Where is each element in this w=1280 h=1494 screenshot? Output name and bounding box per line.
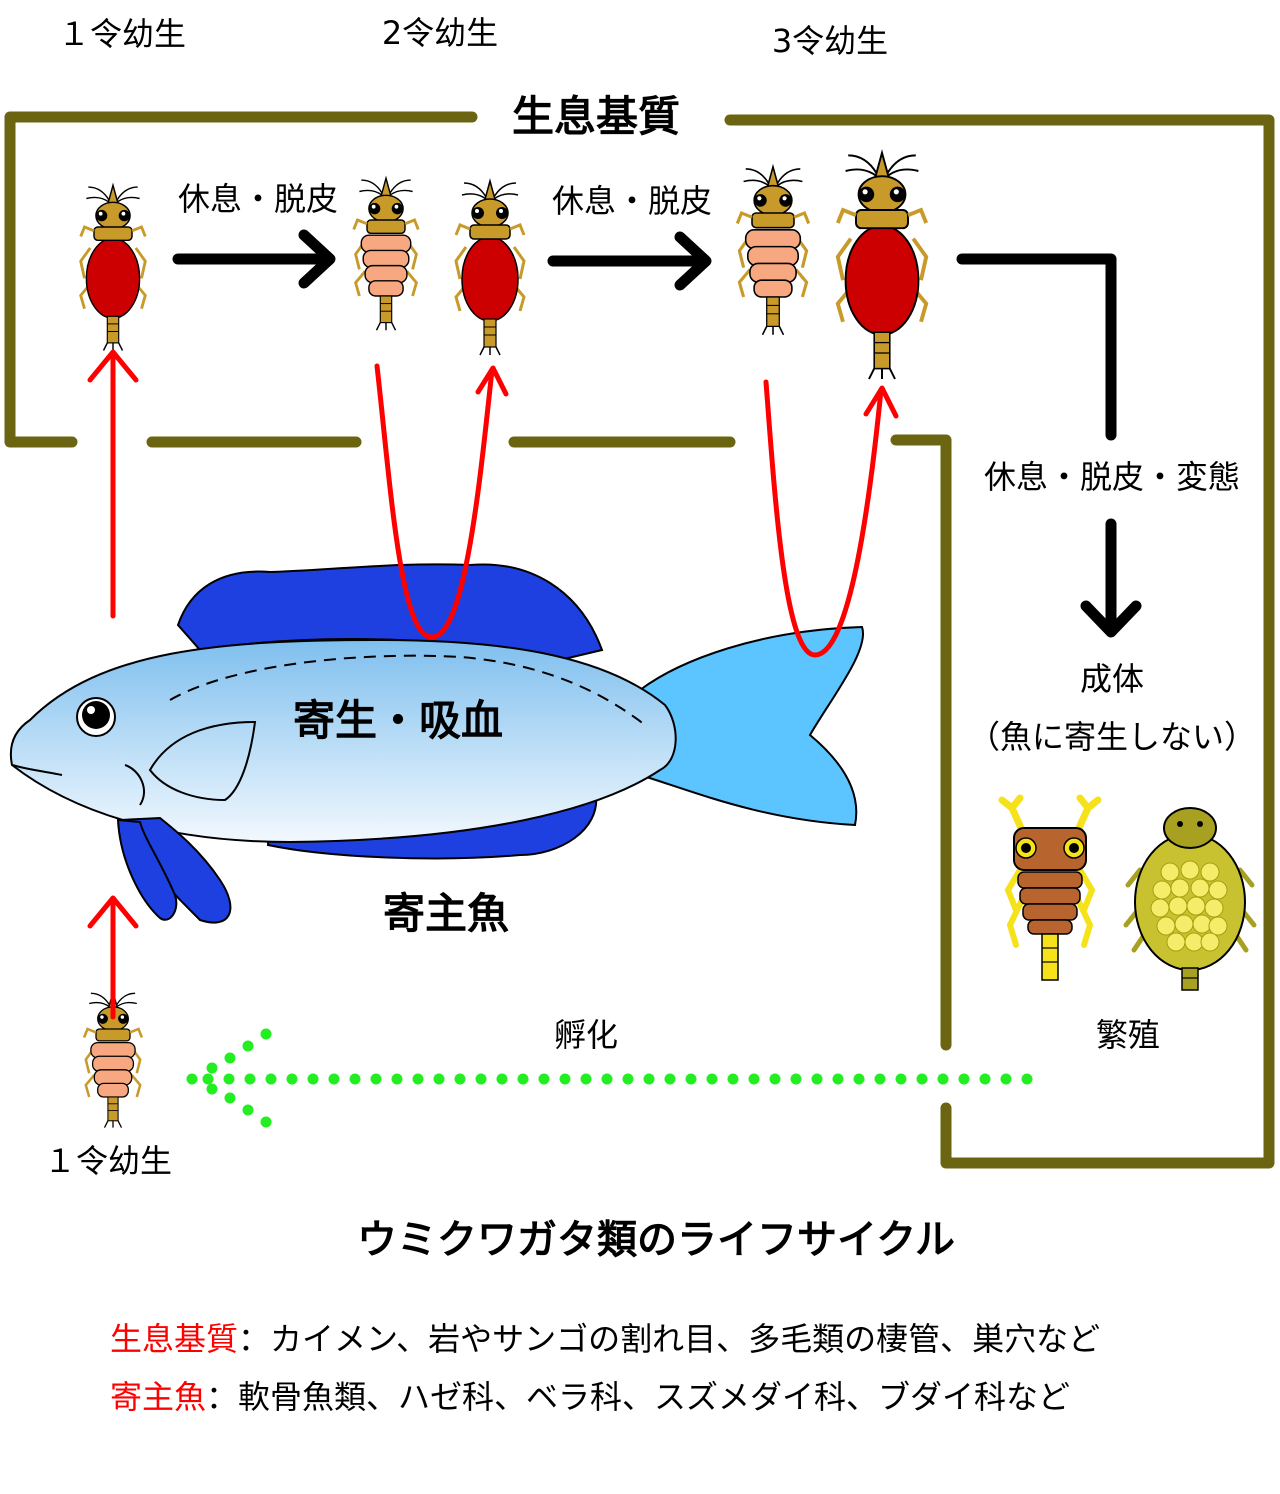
metamorphosis-arrow	[956, 253, 1117, 441]
breeding-label: 繁殖	[1096, 1016, 1160, 1054]
adult-label: 成体	[1080, 660, 1144, 698]
larva-stage2-engorged	[456, 181, 524, 355]
host-fish	[10, 563, 865, 924]
legend-host-desc: ：軟骨魚類、ハゼ科、ベラ科、スズメダイ科、ブダイ科など	[206, 1378, 1070, 1416]
adult-female-icon	[1123, 807, 1257, 991]
red-loop-stage2	[374, 363, 509, 640]
legend-substrate-term: 生息基質	[110, 1320, 238, 1358]
stage3-top-label: 3令幼生	[772, 22, 888, 60]
larva-stage3-engorged	[838, 153, 926, 379]
parasitism-label: 寄生・吸血	[293, 696, 503, 745]
larva-stage2-unfed	[354, 178, 419, 330]
adult-note-label: （魚に寄生しない）	[968, 718, 1256, 756]
host-label: 寄主魚	[383, 889, 509, 938]
diagram-title: ウミクワガタ類のライフサイクル	[357, 1217, 955, 1263]
adult-arrow	[1080, 518, 1142, 638]
legend-host-term: 寄主魚	[110, 1378, 206, 1416]
larva-stage1-engorged	[81, 185, 146, 350]
larva-stage3-unfed	[737, 167, 808, 335]
red-arrow-up-stage1	[87, 349, 139, 619]
molt-arrow-1	[172, 229, 336, 289]
metamorphosis-label: 休息・脱皮・変態	[984, 458, 1240, 496]
adult-male-icon	[998, 794, 1102, 981]
molt-label-2: 休息・脱皮	[552, 182, 712, 220]
molt-label-1: 休息・脱皮	[178, 180, 338, 218]
substrate-frame	[4, 111, 1275, 1169]
legend-host: 寄主魚：軟骨魚類、ハゼ科、ベラ科、スズメダイ科、ブダイ科など	[110, 1378, 1070, 1416]
hatching-label: 孵化	[554, 1016, 618, 1054]
red-arrow-up-hatch	[87, 895, 139, 1020]
legend-substrate: 生息基質：カイメン、岩やサンゴの割れ目、多毛類の棲管、巣穴など	[110, 1320, 1100, 1358]
stage2-top-label: 2令幼生	[382, 14, 498, 52]
stage1-top-label: １令幼生	[58, 15, 186, 53]
stage1-bottom-label: １令幼生	[44, 1142, 172, 1180]
molt-arrow-2	[547, 231, 712, 291]
legend-substrate-desc: ：カイメン、岩やサンゴの割れ目、多毛類の棲管、巣穴など	[238, 1320, 1100, 1358]
red-loop-stage3	[763, 379, 899, 658]
hatching-arrow	[186, 1028, 1033, 1128]
substrate-label: 生息基質	[512, 92, 680, 141]
